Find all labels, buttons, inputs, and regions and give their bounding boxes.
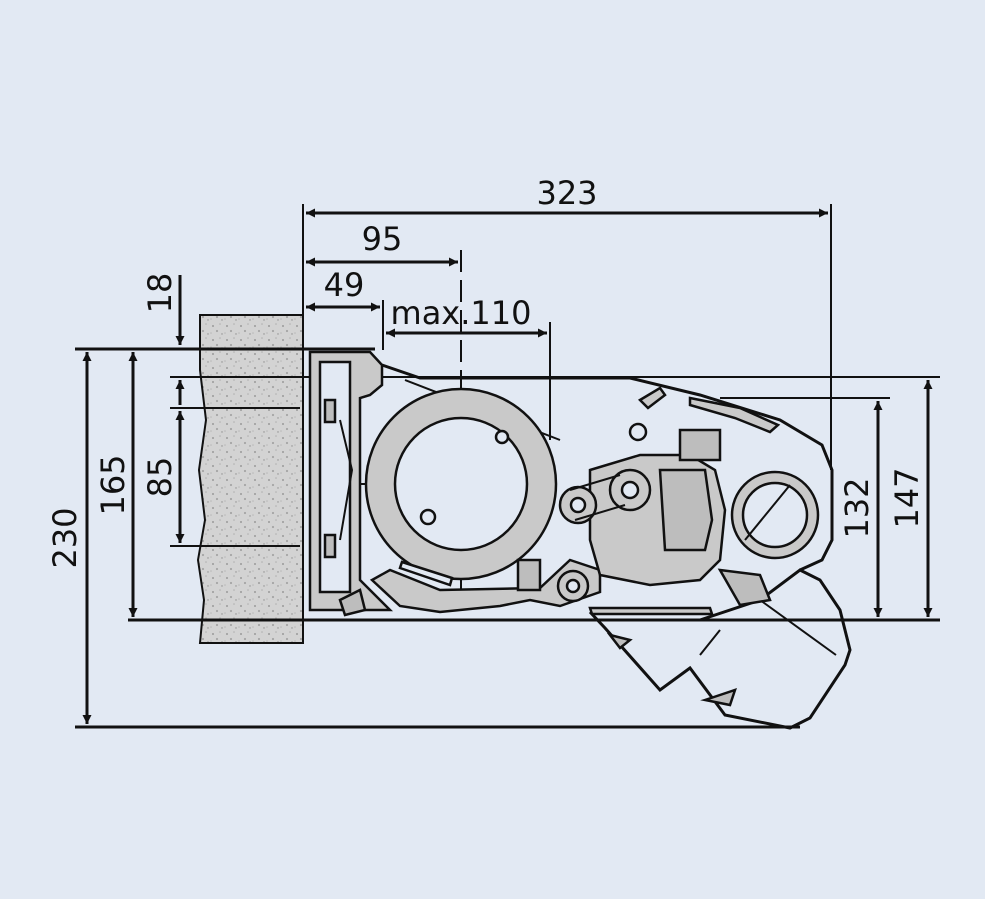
dim-147-label: 147 <box>888 467 926 528</box>
dimension-labels: 323 95 49 max.110 18 85 165 230 132 147 <box>46 174 926 569</box>
dim-132-label: 132 <box>838 477 876 538</box>
dim-95-label: 95 <box>362 220 403 258</box>
drive-unit <box>556 428 727 603</box>
roller-shutter-housing <box>308 350 852 730</box>
winding-shaft <box>364 387 558 581</box>
horizontal-dimensions <box>306 208 828 338</box>
dim-230-label: 230 <box>46 507 84 568</box>
dim-49-label: 49 <box>324 266 365 304</box>
masonry-wall <box>196 314 304 644</box>
dim-85-label: 85 <box>141 457 179 498</box>
dim-165-label: 165 <box>94 454 132 515</box>
guide-tube <box>730 470 820 560</box>
dim-323-label: 323 <box>536 174 597 212</box>
vertical-dimensions <box>82 275 933 724</box>
dim-18-label: 18 <box>141 273 179 314</box>
dim-max110-label: max.110 <box>391 294 532 332</box>
